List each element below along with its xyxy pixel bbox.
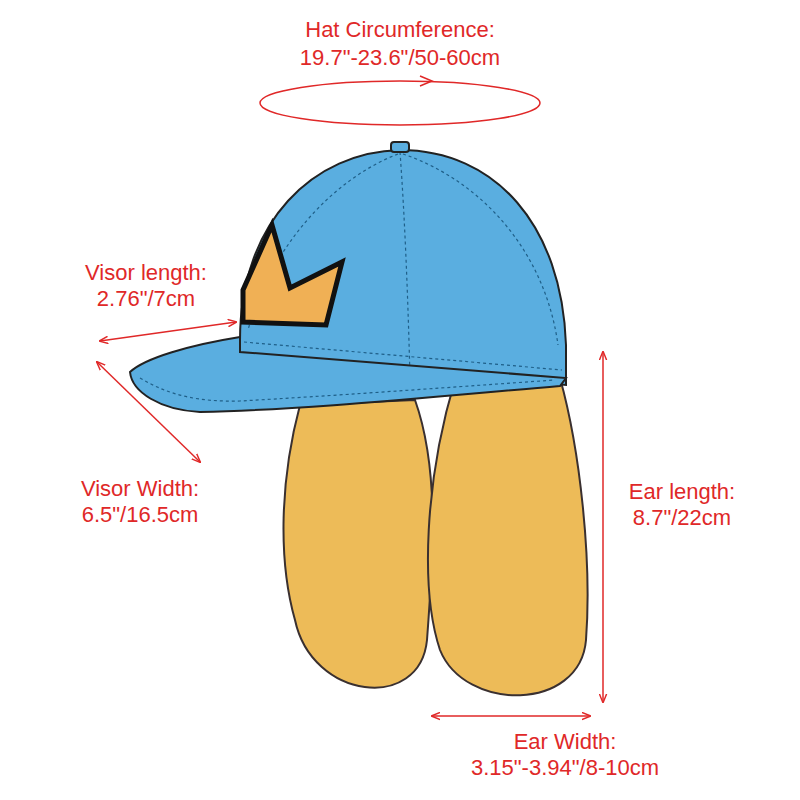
circumference-ellipse (260, 76, 540, 125)
crown-seams (244, 152, 562, 378)
hat-visor (130, 337, 566, 412)
hat-button (391, 142, 409, 152)
hat-crown (240, 150, 566, 385)
dimension-label: Hat Circumference: (305, 17, 495, 43)
left-ear (284, 400, 433, 688)
dimension-label: 8.7"/22cm (633, 505, 731, 531)
dimension-label: Ear Width: (514, 729, 617, 755)
dimension-label: 19.7"-23.6"/50-60cm (300, 45, 500, 71)
right-ear (428, 378, 588, 695)
dimension-label: 2.76"/7cm (97, 286, 195, 312)
visor-stitch (140, 378, 555, 401)
dimension-label: Visor length: (85, 260, 207, 286)
crown-logo (243, 225, 342, 325)
dimension-label: Visor Width: (81, 476, 199, 502)
dimension-label: Ear length: (629, 479, 735, 505)
dimension-label: 3.15"-3.94"/8-10cm (471, 755, 659, 781)
dimension-label: 6.5"/16.5cm (82, 502, 199, 528)
